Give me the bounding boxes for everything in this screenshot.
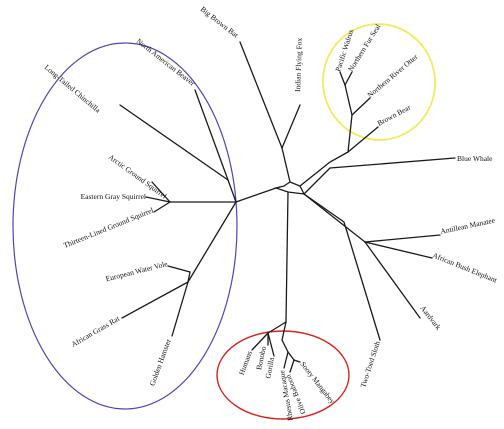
- branch-northern-fur-seal: [344, 71, 353, 86]
- label-golden-hamster: Golden Hamster: [148, 337, 174, 387]
- label-two-toed-sloth: Two-Toed Sloth: [358, 340, 382, 389]
- taxon-labels: Big Brown Bat Indian Flying Fox North Am…: [43, 4, 499, 421]
- branch-rodents: [235, 187, 277, 203]
- branch-blue-whale: [303, 157, 456, 195]
- branch-aardvark: [364, 241, 421, 319]
- label-brown-bear: Brown Bear: [376, 102, 413, 127]
- label-african-bush-elephant: African Bush Elephant: [431, 251, 499, 285]
- label-gorilla: Gorilla: [263, 356, 276, 379]
- label-eastern-gray-squirrel: Eastern Gray Squirrel: [81, 192, 146, 201]
- branch-bats: [281, 147, 291, 183]
- branch-sooty-mangabey: [293, 359, 301, 363]
- branch-pinnipeds: [347, 114, 353, 153]
- label-european-water-vole: European Water Vole: [105, 259, 169, 283]
- tree-branches: [119, 41, 456, 373]
- branch-african-bush-elephant: [364, 241, 433, 259]
- branch-gorilla: [267, 332, 275, 357]
- label-sooty-mangabey: Sooty Mangabey: [298, 360, 337, 406]
- branch-european-water-vole: [167, 265, 191, 283]
- label-blue-whale: Blue Whale: [457, 154, 493, 163]
- label-north-american-beaver: North American Beaver: [135, 36, 197, 88]
- label-thirteen-lined-ground-squirrel: Thirteen-Lined Ground Squirrel: [62, 206, 155, 250]
- label-northern-river-otter: Northern River Otter: [366, 52, 420, 100]
- central-node: [273, 181, 306, 195]
- label-indian-flying-fox: Indian Flying Fox: [293, 37, 304, 92]
- label-african-grass-rat: African Grass Rat: [70, 313, 122, 348]
- branch-arctic-ground-squirrel: [151, 181, 171, 203]
- label-antillean-manatee: Antillean Manatee: [440, 215, 497, 236]
- rodent-group-ellipse: [12, 42, 238, 410]
- branch-north-american-beaver: [194, 89, 229, 181]
- carnivore-group-ellipse: [322, 23, 436, 141]
- label-aardvark: Aardvark: [418, 304, 443, 332]
- branch-carnivores: [299, 151, 349, 187]
- branch-antillean-manatee: [364, 234, 441, 243]
- branch-great-apes: [267, 321, 287, 334]
- branch-beaver-chinchilla: [227, 179, 237, 203]
- branch-two-toed-sloth: [303, 193, 381, 341]
- branch-old-world-monkeys: [281, 321, 289, 353]
- branch-indian-flying-fox: [281, 104, 301, 149]
- label-humans: Humans: [237, 350, 254, 377]
- branch-afrotheria: [303, 193, 366, 243]
- branch-golden-hamster: [171, 281, 189, 337]
- label-long-tailed-chinchilla: Long-Tailed Chinchilla: [43, 63, 103, 115]
- primate-group-ellipse: [216, 330, 350, 420]
- branch-pacific-walrus: [339, 71, 346, 86]
- branch-primates: [285, 191, 289, 323]
- branch-muroids: [187, 201, 237, 283]
- branch-seals: [344, 84, 353, 116]
- branch-brown-bear: [347, 126, 379, 153]
- branch-thirteen-lined-ground-squirrel: [153, 201, 171, 213]
- branch-long-tailed-chinchilla: [119, 104, 229, 181]
- branch-northern-river-otter: [351, 97, 371, 116]
- label-big-brown-bat: Big Brown Bat: [199, 4, 241, 40]
- branch-big-brown-bat: [239, 41, 283, 149]
- branch-olive-baboon: [289, 359, 295, 373]
- branch-african-grass-rat: [121, 281, 189, 319]
- branch-eastern-gray-squirrel: [145, 196, 171, 203]
- branch-humans: [251, 332, 269, 351]
- branch-rhesus-macaque: [283, 351, 289, 369]
- branch-baboons: [287, 351, 295, 361]
